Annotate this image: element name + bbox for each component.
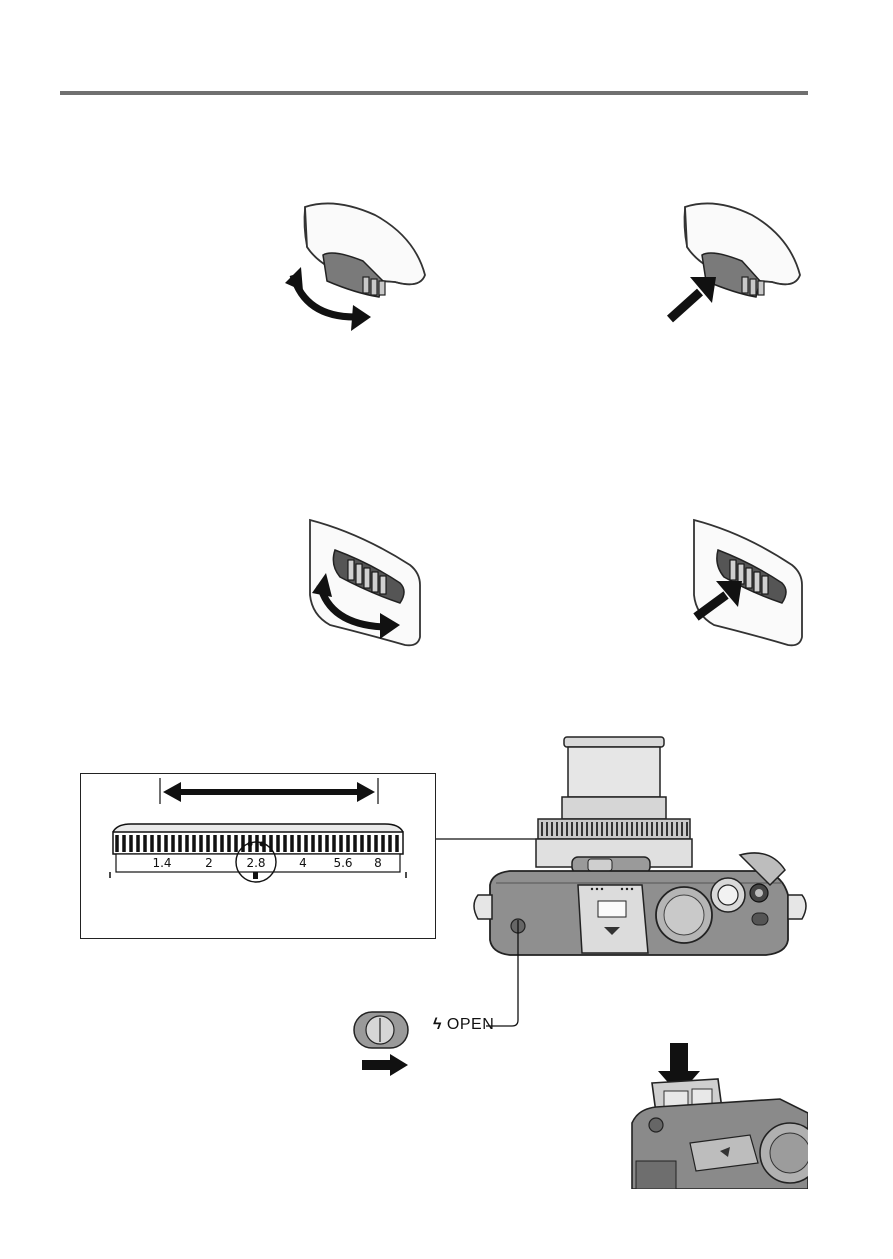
aperture-mark-2: 2 <box>205 856 213 870</box>
aperture-range-arrow <box>160 778 378 804</box>
slide-arrow-icon <box>362 1054 408 1076</box>
rear-dial-press-illustration <box>660 197 810 327</box>
aperture-ring-inset: 1.4 2 2.8 4 5.6 8 <box>80 773 436 939</box>
aperture-mark-4: 4 <box>299 856 307 870</box>
front-dial-rotate-illustration <box>300 515 425 650</box>
page-header-rule <box>60 91 808 95</box>
flash-icon: ϟ <box>433 1016 442 1033</box>
flash-open-label: ϟ OPEN <box>433 1016 494 1034</box>
flash-open-switch <box>352 1008 412 1078</box>
front-dial-press-illustration <box>688 515 808 650</box>
rear-dial-rotate-illustration <box>275 197 435 342</box>
press-dial-icon <box>670 277 716 319</box>
aperture-mark-6: 8 <box>374 856 382 870</box>
flash-close-illustration <box>630 1043 808 1189</box>
aperture-mark-3: 2.8 <box>246 856 265 870</box>
aperture-mark-1: 1.4 <box>152 856 171 870</box>
aperture-mark-5: 5.6 <box>333 856 352 870</box>
